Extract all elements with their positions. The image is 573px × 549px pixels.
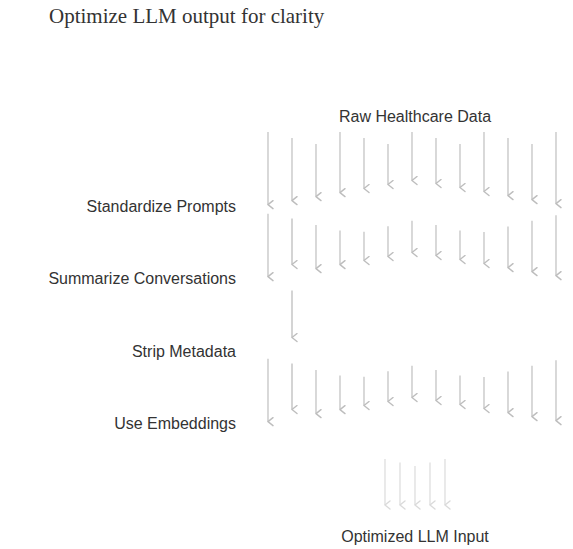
- flow-arrow: [429, 463, 430, 505]
- flow-arrow: [339, 303, 340, 338]
- flow-arrow: [267, 286, 268, 350]
- layer-slab: [0, 309, 573, 391]
- slab-side: [260, 272, 415, 318]
- flow-arrow: [339, 376, 340, 410]
- slab-side: [415, 345, 570, 391]
- slab-side: [260, 417, 415, 463]
- flow-arrow: [315, 225, 316, 269]
- flow-arrow: [435, 138, 436, 184]
- label-holder: Summarize Conversations: [0, 269, 236, 289]
- flow-arrow: [399, 463, 400, 505]
- flow-arrow: [387, 144, 388, 185]
- flow-arrow: [555, 360, 556, 420]
- flow-arrow: [267, 214, 268, 277]
- flow-arrow: [555, 287, 556, 348]
- flow-arrow: [363, 305, 364, 334]
- layer-slab: [0, 164, 573, 246]
- flow-arrow: [459, 230, 460, 259]
- flow-arrow: [459, 375, 460, 404]
- slab-side: [260, 200, 415, 246]
- flow-arrow: [315, 370, 316, 414]
- flow-arrow: [531, 144, 532, 200]
- edge-layer: [292, 218, 293, 409]
- flow-arrow: [411, 366, 412, 398]
- flow-arrow: [339, 231, 340, 265]
- label-holder: Use Embeddings: [0, 414, 236, 434]
- flow-arrow: [555, 215, 556, 275]
- slab-side: [415, 272, 570, 318]
- flow-arrow: [531, 293, 532, 345]
- flow-arrow: [363, 138, 364, 189]
- layer-label: Use Embeddings: [114, 415, 236, 433]
- flow-arrow: [444, 459, 445, 505]
- flow-arrow: [387, 299, 388, 329]
- layer-label: Strip Metadata: [132, 343, 236, 361]
- slab-side: [415, 200, 570, 246]
- diagram-title: Optimize LLM output for clarity: [49, 4, 324, 29]
- flow-arrow: [387, 226, 388, 256]
- flow-arrow: [384, 459, 385, 505]
- layer-slab: [0, 381, 573, 463]
- flow-arrows: [268, 132, 556, 505]
- flow-label: Optimized LLM Input: [338, 528, 492, 546]
- flow-label: Raw Healthcare Data: [336, 108, 494, 126]
- flow-arrow: [459, 144, 460, 188]
- layer-label: Standardize Prompts: [87, 198, 236, 216]
- flow-connector: [291, 290, 292, 337]
- flow-arrow: [411, 132, 412, 181]
- slab-top: [260, 236, 570, 308]
- label-holder: Strip Metadata: [0, 342, 236, 362]
- slab-side: [415, 417, 570, 463]
- slab-top: [260, 164, 570, 236]
- flow-arrow: [507, 298, 508, 340]
- flow-arrow: [363, 232, 364, 261]
- flow-arrow: [531, 221, 532, 272]
- process-layer: Use Embeddings: [0, 381, 573, 463]
- flow-arrow: [339, 132, 340, 193]
- flow-arrow: [315, 144, 316, 197]
- process-layer: Standardize Prompts: [0, 164, 573, 246]
- flow-connector: [291, 218, 292, 264]
- flow-arrow: [507, 371, 508, 412]
- slab-top: [260, 381, 570, 453]
- flow-arrow: [483, 232, 484, 264]
- flow-arrow: [291, 138, 292, 201]
- flow-arrow: [267, 132, 268, 205]
- flow-arrow: [531, 366, 532, 417]
- process-layer: Summarize Conversations: [0, 236, 573, 318]
- flow-arrow: [363, 377, 364, 406]
- layer-label: Summarize Conversations: [48, 270, 236, 288]
- flow-connector: [291, 363, 292, 409]
- flow-arrow: [411, 221, 412, 253]
- flow-arrow: [435, 298, 436, 329]
- slab-top: [260, 309, 570, 381]
- flow-arrow: [267, 359, 268, 422]
- flow-arrow: [459, 303, 460, 332]
- flow-arrow: [414, 466, 415, 505]
- flow-arrow: [435, 370, 436, 401]
- flow-arrow: [507, 138, 508, 196]
- slab-side: [260, 345, 415, 391]
- flow-arrow: [483, 377, 484, 409]
- process-layer: Strip Metadata: [0, 309, 573, 391]
- flow-arrow: [483, 132, 484, 192]
- flow-arrow: [411, 294, 412, 326]
- flow-arrow: [315, 297, 316, 342]
- flow-arrow: [507, 226, 508, 267]
- label-holder: Standardize Prompts: [0, 197, 236, 217]
- flow-arrow: [483, 304, 484, 337]
- flow-arrow: [555, 132, 556, 204]
- flow-arrow: [387, 371, 388, 401]
- flow-arrow: [435, 225, 436, 256]
